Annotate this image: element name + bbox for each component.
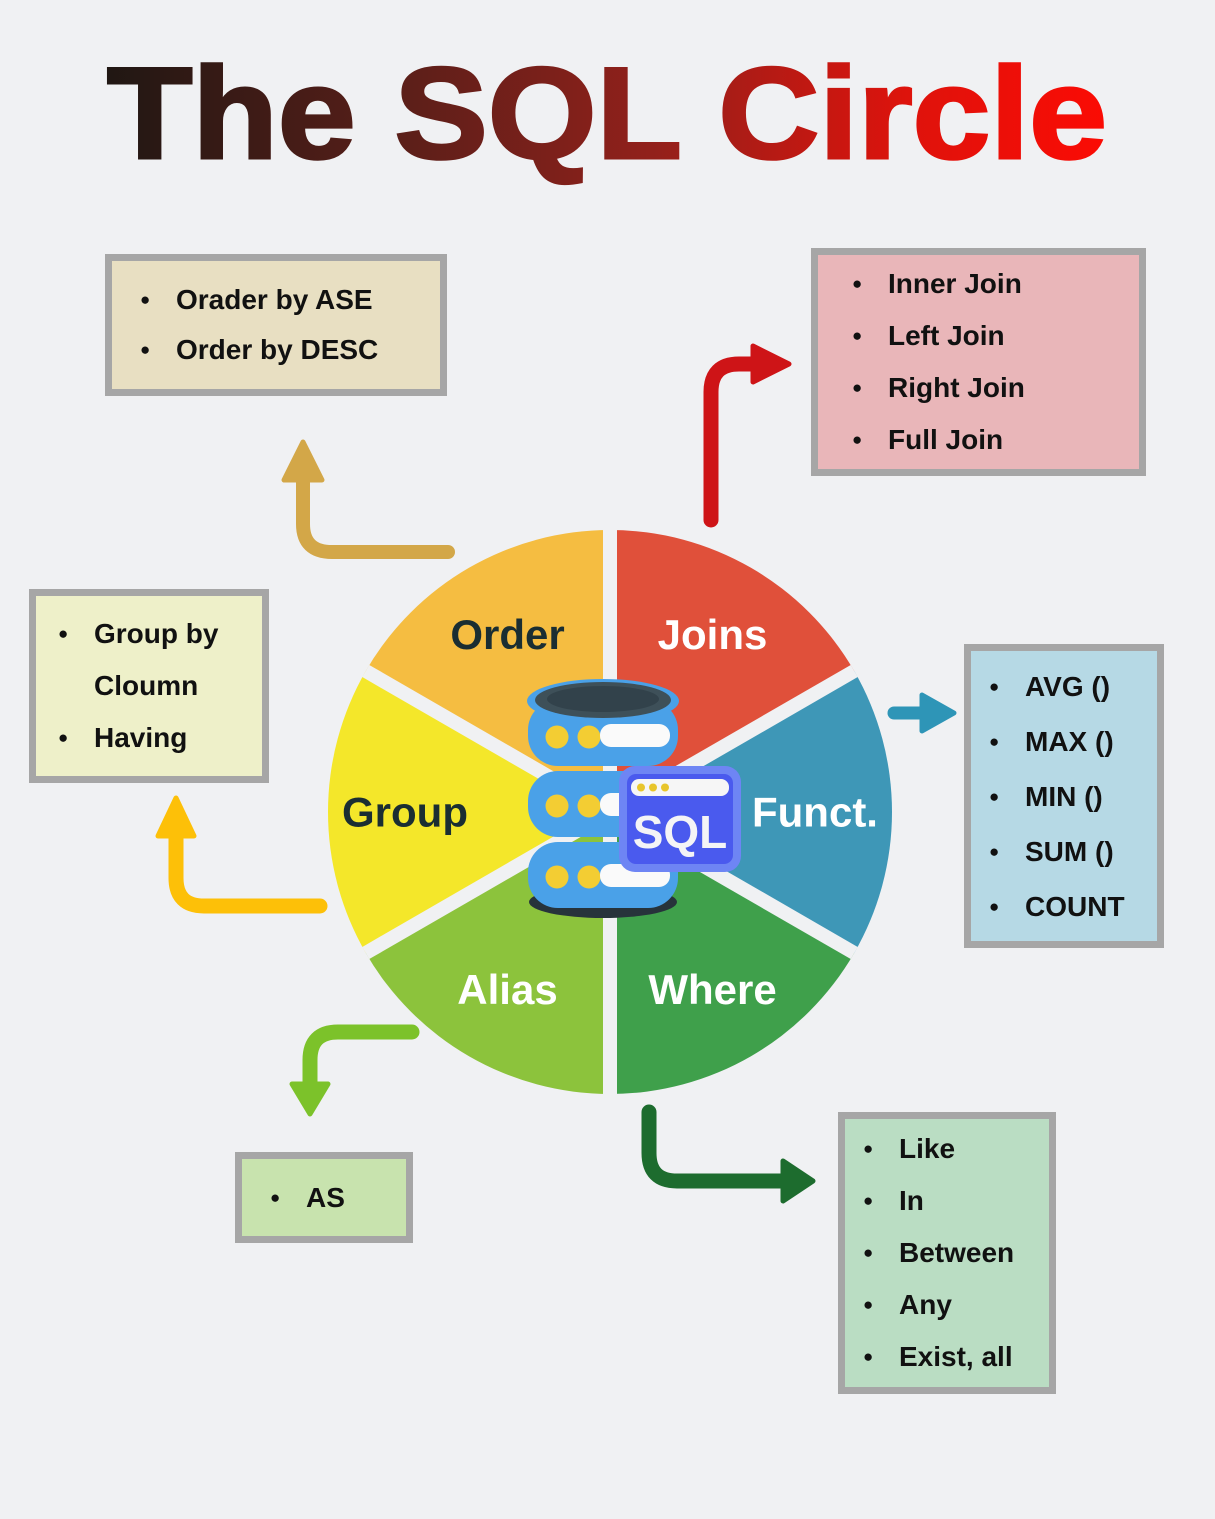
list-item: AS bbox=[270, 1173, 345, 1223]
group-arrowhead-icon bbox=[155, 795, 197, 839]
order-callout-box: Orader by ASE Order by DESC bbox=[105, 254, 447, 396]
order-callout-list: Orader by ASE Order by DESC bbox=[140, 275, 378, 375]
functions-callout-list: AVG () MAX () MIN () SUM () COUNT bbox=[989, 659, 1125, 934]
where-arrow-line bbox=[641, 1104, 791, 1189]
joins-callout-list: Inner Join Left Join Right Join Full Joi… bbox=[852, 258, 1025, 466]
pie-segment-label: Group bbox=[342, 789, 468, 836]
group-arrow bbox=[155, 795, 328, 914]
order-arrowhead-icon bbox=[281, 439, 325, 483]
list-item: MIN () bbox=[989, 769, 1125, 824]
list-item: Any bbox=[863, 1279, 1014, 1331]
list-item: Group by Cloumn bbox=[58, 608, 262, 712]
list-item: Exist, all bbox=[863, 1331, 1014, 1383]
list-item: In bbox=[863, 1175, 1014, 1227]
where-callout-box: Like In Between Any Exist, all bbox=[838, 1112, 1056, 1394]
alias-arrow-line bbox=[302, 1024, 420, 1094]
alias-arrowhead-icon bbox=[289, 1081, 331, 1117]
pie-segment-group bbox=[327, 671, 610, 953]
list-item: Full Join bbox=[852, 414, 1025, 466]
joins-arrowhead-icon bbox=[750, 343, 792, 385]
group-callout-list: Group by Cloumn Having bbox=[58, 608, 262, 764]
list-item: Right Join bbox=[852, 362, 1025, 414]
list-item: Orader by ASE bbox=[140, 275, 378, 325]
list-item: Like bbox=[863, 1123, 1014, 1175]
pie-segment-label: Funct. bbox=[752, 789, 878, 836]
alias-callout-box: AS bbox=[235, 1152, 413, 1243]
alias-arrow bbox=[289, 1024, 420, 1117]
where-arrowhead-icon bbox=[780, 1158, 816, 1204]
functions-arrow bbox=[887, 692, 957, 734]
pie-segment-label: Where bbox=[648, 966, 776, 1013]
where-callout-list: Like In Between Any Exist, all bbox=[863, 1123, 1014, 1383]
functions-arrowhead-icon bbox=[919, 692, 957, 734]
joins-callout-box: Inner Join Left Join Right Join Full Joi… bbox=[811, 248, 1146, 476]
list-item: COUNT bbox=[989, 879, 1125, 934]
where-arrow bbox=[641, 1104, 816, 1204]
list-item: Inner Join bbox=[852, 258, 1025, 310]
joins-arrow-line bbox=[703, 356, 761, 528]
joins-arrow bbox=[703, 343, 792, 528]
functions-callout-box: AVG () MAX () MIN () SUM () COUNT bbox=[964, 644, 1164, 948]
group-arrow-line bbox=[168, 826, 328, 914]
pie-segment-label: Alias bbox=[457, 966, 557, 1013]
pie-segment-label: Order bbox=[450, 611, 564, 658]
page-title: The SQL Circle bbox=[106, 39, 1109, 188]
list-item: Having bbox=[58, 712, 262, 764]
page-title-text: The SQL Circle bbox=[107, 40, 1107, 186]
order-arrow-line bbox=[296, 471, 455, 559]
group-callout-box: Group by Cloumn Having bbox=[29, 589, 269, 783]
pie-segment-funct bbox=[610, 671, 892, 953]
list-item: Between bbox=[863, 1227, 1014, 1279]
list-item: Left Join bbox=[852, 310, 1025, 362]
sql-database-icon: SQL bbox=[527, 679, 741, 918]
order-arrow bbox=[281, 439, 455, 559]
list-item: Order by DESC bbox=[140, 325, 378, 375]
pie-segment-label: Joins bbox=[658, 611, 768, 658]
list-item: MAX () bbox=[989, 714, 1125, 769]
list-item: AVG () bbox=[989, 659, 1125, 714]
sql-window-label: SQL bbox=[633, 806, 728, 858]
sql-window-icon: SQL bbox=[619, 766, 741, 872]
list-item: SUM () bbox=[989, 824, 1125, 879]
alias-callout-list: AS bbox=[270, 1173, 345, 1223]
